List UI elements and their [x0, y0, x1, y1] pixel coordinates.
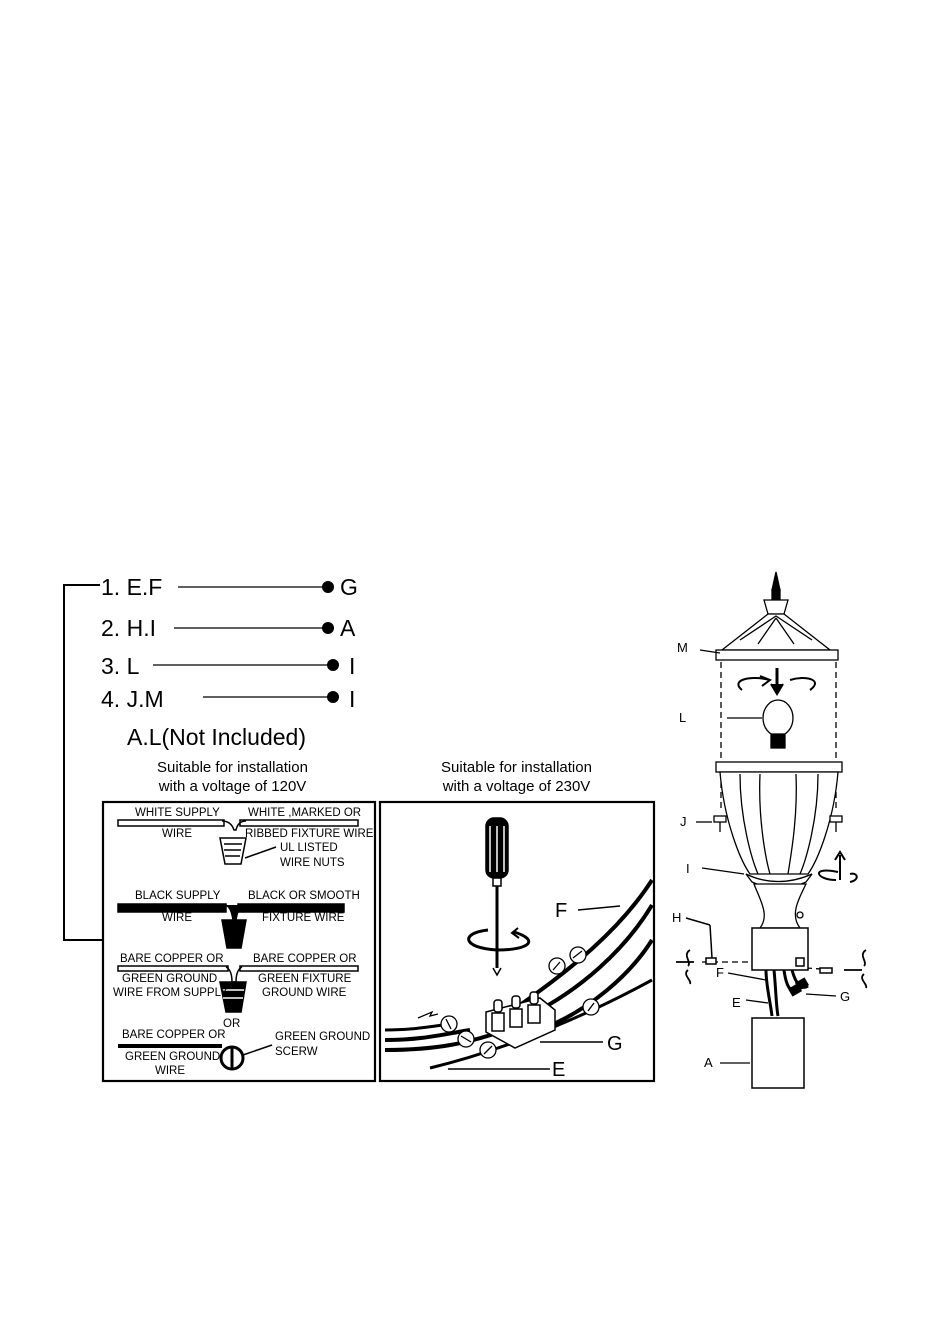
step-1-target: G: [340, 574, 358, 600]
white-supply-label-2: WIRE: [162, 828, 193, 840]
label-e: E: [732, 995, 741, 1010]
step-4-dot: [327, 691, 339, 703]
screwdriver: [467, 817, 530, 977]
label-f: F: [716, 965, 724, 980]
label-f-230: F: [555, 900, 568, 922]
supply-cables: [384, 878, 654, 1070]
lamp-wire-nuts: [787, 977, 810, 997]
white-fixture-label-2: RIBBED FIXTURE WIRE: [245, 828, 374, 840]
bare2-label-3: WIRE: [155, 1065, 186, 1077]
green-screw-label: GREEN GROUND: [275, 1031, 371, 1043]
ground-screw-group: [118, 1044, 273, 1071]
label-m: M: [677, 640, 688, 655]
bare-fixture-label-3: GROUND WIRE: [262, 987, 347, 999]
black-wire-group: [117, 903, 345, 949]
step-3-target: I: [349, 653, 356, 679]
bare-fixture-label-2: GREEN FIXTURE: [258, 973, 352, 985]
lamp-cap: [699, 571, 839, 661]
bare2-label-2: GREEN GROUND: [125, 1051, 221, 1063]
black-supply-label: BLACK SUPPLY: [135, 890, 221, 902]
label-j: J: [680, 814, 687, 829]
label-h: H: [672, 910, 682, 925]
black-fixture-label-2: FIXTURE WIRE: [262, 912, 345, 924]
heading-120v: Suitable for installation with a voltage…: [157, 759, 308, 795]
lamp-globe: [701, 761, 843, 929]
bare-fixture-label: BARE COPPER OR: [253, 953, 357, 965]
ground-wire-group: [117, 965, 359, 1013]
wire-markers: [417, 946, 600, 1059]
globe-rotation-arrow: [818, 850, 858, 883]
bulb: [727, 699, 794, 749]
white-wire-group: [117, 819, 359, 865]
or-label: OR: [223, 1018, 241, 1030]
panel-230-leaders: [448, 905, 621, 1070]
wire-nuts-label: WIRE NUTS: [280, 857, 345, 869]
step-2-target: A: [340, 615, 356, 641]
label-g-230: G: [607, 1033, 623, 1055]
panel-120v-frame: [101, 800, 377, 1083]
lamp-leaders: [720, 972, 837, 1064]
step-2-label: 2. H.I: [101, 615, 156, 641]
ul-listed-label: UL LISTED: [280, 842, 338, 854]
not-included-note: A.L(Not Included): [127, 724, 306, 750]
label-e-230: E: [552, 1059, 566, 1081]
label-a: A: [704, 1055, 713, 1070]
step-3-dot: [327, 659, 339, 671]
step-4-label: 4. J.M: [101, 686, 164, 712]
step-bracket: [63, 584, 103, 941]
green-screw-label-2: SCERW: [275, 1046, 318, 1058]
cap-rotation-arrows: [737, 668, 817, 696]
white-supply-label: WHITE SUPPLY: [135, 807, 220, 819]
step-2-dot: [322, 622, 334, 634]
terminal-block: [485, 991, 556, 1049]
step-4-target: I: [349, 686, 356, 712]
black-supply-label-2: WIRE: [162, 912, 193, 924]
bare2-label: BARE COPPER OR: [122, 1029, 226, 1041]
bare-supply-label-2: GREEN GROUND: [122, 973, 218, 985]
bare-supply-label-3: WIRE FROM SUPPLY: [113, 987, 228, 999]
lamp-screws-j: [696, 815, 843, 832]
step-3-label: 3. L: [101, 653, 140, 679]
label-i: I: [686, 861, 690, 876]
step-1-dot: [322, 581, 334, 593]
bare-supply-label: BARE COPPER OR: [120, 953, 224, 965]
heading-230v: Suitable for installation with a voltage…: [441, 759, 592, 795]
label-g: G: [840, 989, 851, 1004]
step-1-label: 1. E.F: [101, 574, 163, 600]
lamp-wires: [764, 969, 809, 1017]
junction-box: [685, 917, 833, 974]
panel-230v-frame: [378, 800, 656, 1083]
side-rotation-arrows: [676, 949, 868, 989]
black-fixture-label: BLACK OR SMOOTH: [248, 890, 360, 902]
white-fixture-label: WHITE ,MARKED OR: [248, 807, 362, 819]
label-l: L: [679, 710, 687, 725]
lamp-post: [751, 1017, 805, 1089]
